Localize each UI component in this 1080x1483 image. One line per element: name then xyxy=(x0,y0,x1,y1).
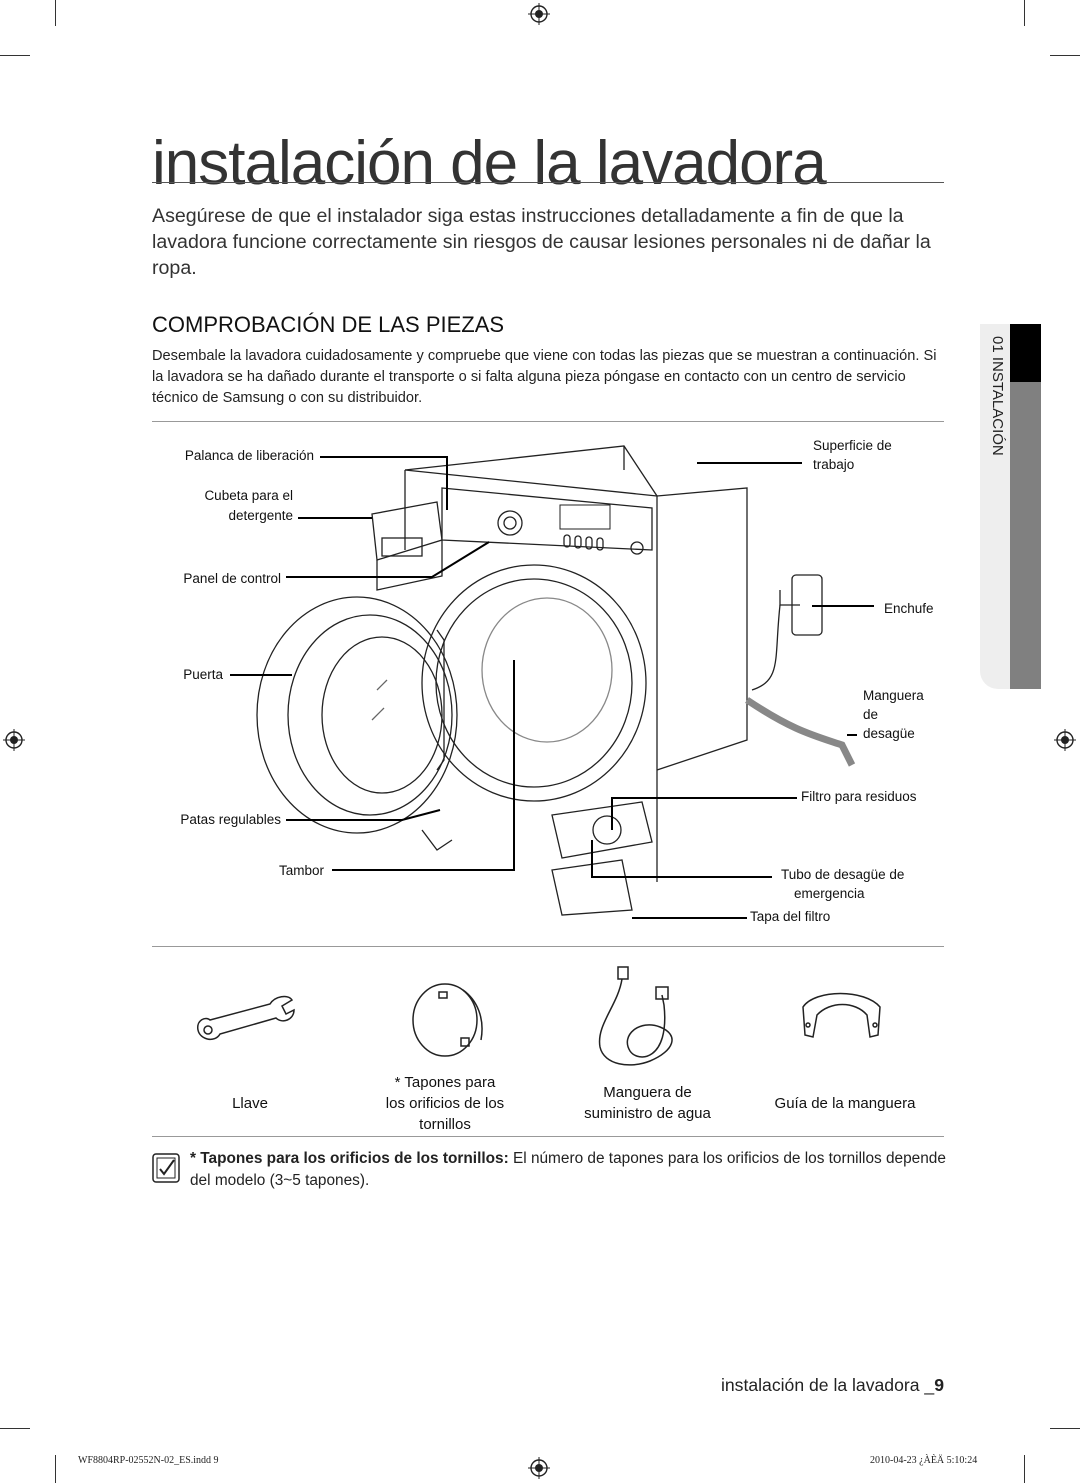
label-superficie-1: Superficie de xyxy=(813,438,892,453)
crop-mark xyxy=(55,0,56,26)
divider xyxy=(152,946,944,947)
label-tambor: Tambor xyxy=(278,863,324,878)
crop-mark xyxy=(1024,0,1025,26)
label-patas: Patas regulables xyxy=(180,812,281,827)
divider xyxy=(152,421,944,422)
divider xyxy=(152,1136,944,1137)
crop-mark xyxy=(0,55,30,56)
label-tubo-2: emergencia xyxy=(794,886,865,901)
crop-mark xyxy=(0,1428,30,1429)
print-slug-date: 2010-04-23 ¿ÀÈÄ 5:10:24 xyxy=(870,1455,978,1466)
label-manguera-3: desagüe xyxy=(863,726,915,741)
side-tab-gray-bar xyxy=(1010,324,1041,689)
footer-title: instalación de la lavadora _9 xyxy=(721,1375,944,1396)
hose-guide-icon xyxy=(802,992,881,1038)
footer-title-text: instalación de la lavadora _ xyxy=(720,1375,935,1395)
label-filtro: Filtro para residuos xyxy=(801,789,917,804)
section-heading: COMPROBACIÓN DE LAS PIEZAS xyxy=(152,312,505,337)
accessory-guia: Guía de la manguera xyxy=(774,1095,916,1112)
bolt-cap-icon xyxy=(412,983,483,1057)
wrench-icon xyxy=(197,995,295,1041)
note-bold: * Tapones para los orificios de los torn… xyxy=(190,1150,509,1167)
crop-mark xyxy=(1050,1428,1080,1429)
label-tapa: Tapa del filtro xyxy=(750,909,831,924)
title-underline xyxy=(152,182,944,183)
print-slug-file: WF8804RP-02552N-02_ES.indd 9 xyxy=(78,1455,219,1466)
crop-mark xyxy=(1050,55,1080,56)
note-text: * Tapones para los orificios de los torn… xyxy=(190,1148,950,1192)
washing-machine-diagram xyxy=(230,445,874,919)
label-tubo-1: Tubo de desagüe de xyxy=(781,867,905,882)
accessory-llave: Llave xyxy=(232,1095,268,1112)
registration-mark-icon xyxy=(528,3,550,25)
label-cubeta-2: detergente xyxy=(228,508,293,523)
page-title: instalación de la lavadora xyxy=(152,129,827,198)
side-tab-black-block xyxy=(1010,324,1041,382)
section-body: Desembale la lavadora cuidadosamente y c… xyxy=(152,348,937,406)
side-tab-label: 01 INSTALACIÓN xyxy=(989,336,1006,456)
accessory-manguera-2: suministro de agua xyxy=(584,1105,711,1122)
note-icon xyxy=(152,1153,180,1183)
label-palanca: Palanca de liberación xyxy=(184,448,314,463)
note-body: El número de tapones para los orificios … xyxy=(190,1150,946,1189)
page-number: 9 xyxy=(934,1375,944,1395)
registration-mark-icon xyxy=(1054,729,1076,751)
label-puerta: Puerta xyxy=(183,667,223,682)
crop-mark xyxy=(55,1455,56,1483)
label-cubeta-1: Cubeta para el xyxy=(204,488,293,503)
registration-mark-icon xyxy=(3,729,25,751)
label-superficie-2: trabajo xyxy=(813,457,855,472)
accessory-tapones-2: los orificios de los xyxy=(385,1095,505,1112)
registration-mark-icon xyxy=(528,1457,550,1479)
accessory-tapones-1: * Tapones para xyxy=(394,1074,496,1091)
label-enchufe: Enchufe xyxy=(884,601,934,616)
label-panel: Panel de control xyxy=(183,571,281,586)
water-supply-hose-icon xyxy=(598,966,673,1066)
label-manguera-2: de xyxy=(863,707,879,722)
intro-paragraph: Asegúrese de que el instalador siga esta… xyxy=(152,205,931,279)
accessory-manguera-1: Manguera de xyxy=(603,1084,692,1101)
accessory-tapones-3: tornillos xyxy=(419,1116,471,1133)
crop-mark xyxy=(1024,1455,1025,1483)
side-tab-background xyxy=(980,324,1010,689)
label-manguera-1: Manguera xyxy=(863,688,924,703)
